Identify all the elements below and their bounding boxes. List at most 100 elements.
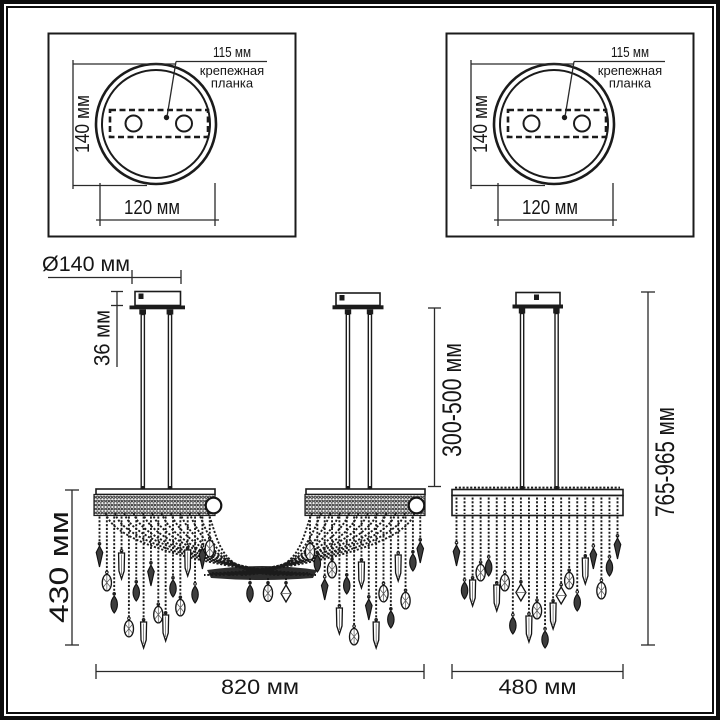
crystal-pendant (248, 581, 252, 585)
crystal-pendant (147, 563, 155, 587)
crystal-pendant (484, 558, 493, 577)
swag-bottom-bundle (207, 566, 317, 580)
plate-width-label: 115 мм (611, 45, 649, 61)
dim-label-canopy-diameter: Ø140 мм (42, 253, 130, 276)
crystal-pendant (156, 602, 161, 607)
crystal-bar-rail (305, 488, 426, 496)
crystal-pendant (501, 575, 509, 591)
mounting-plate-dashed (108, 108, 210, 139)
hanger-rod (554, 312, 559, 490)
plate-note-line2: планка (609, 76, 652, 91)
crystal-pendant (193, 582, 197, 586)
crystal-pendant (191, 585, 199, 604)
crystal-pendant (364, 597, 373, 621)
crystal-pendant (476, 565, 485, 581)
bar-end-ball (204, 496, 223, 515)
crystal-pendant (541, 630, 549, 649)
crystal-pendant (381, 581, 386, 586)
mount-hole (522, 114, 541, 133)
crystal-pendant (527, 612, 531, 616)
crystal-pendant (452, 543, 461, 567)
crystal-pendant (127, 616, 131, 621)
crystal-pendant (200, 544, 205, 548)
rod-collar (553, 308, 560, 314)
crystal-pendant (460, 581, 469, 600)
crystal-pendant (503, 570, 507, 575)
crystal-bar-rail (451, 488, 624, 497)
crystal-pendant (607, 555, 612, 559)
crystal-pendant (387, 610, 395, 629)
crystal-pendant (454, 541, 459, 545)
chandelier-structure: Ø140 мм 36 мм (42, 253, 680, 699)
dim-label-width: 120 мм (522, 197, 578, 219)
canopy-hook (534, 294, 539, 300)
crystal-pendant (597, 583, 606, 599)
rod-foot (346, 486, 350, 490)
crystal-pendant (389, 607, 393, 611)
dim-label-overall-height: 765-965 мм (650, 407, 680, 517)
leader-dot (561, 114, 568, 121)
ceiling-cup-inner-circle (101, 69, 211, 179)
plate-note-line1: крепежная (200, 63, 264, 78)
rod-foot (141, 486, 145, 490)
crystal-pendant (396, 551, 401, 555)
crystal-pendant (374, 618, 378, 622)
plate-note-line2: планка (211, 76, 254, 91)
crystal-pendant (315, 551, 320, 555)
mount-hole (573, 114, 591, 133)
crystal-pendant (478, 560, 483, 565)
rod-foot (168, 486, 173, 490)
dim-label-canopy-height: 36 мм (90, 310, 115, 366)
crystal-pendant (328, 562, 336, 578)
crystal-pendant (313, 554, 322, 573)
swag-strand (104, 512, 317, 576)
dim-label-crystal-height: 430 мм (44, 511, 74, 623)
crystal-pendant (589, 546, 598, 570)
crystal-pendant (403, 588, 408, 593)
hanger-rod (367, 313, 373, 490)
plate-width-label: 115 мм (213, 45, 251, 61)
crystal-pendant (169, 579, 177, 598)
crystal-pendant (110, 595, 118, 614)
canopy-flange (129, 305, 185, 310)
leader-line (564, 61, 575, 116)
crystal-pendant (599, 578, 604, 583)
swag-strand (207, 512, 406, 575)
crystal-pendant (320, 577, 329, 601)
crystal-pendant (95, 544, 104, 568)
crystal-pendant (551, 599, 555, 603)
crystal-pendant (207, 536, 212, 541)
crystal-pendant (379, 586, 388, 602)
crystal-pendant (535, 598, 539, 603)
dim-label-height: 140 мм (470, 95, 492, 153)
crystal-pendant (533, 603, 541, 619)
rod-collar (139, 309, 146, 315)
crystal-pendant (509, 616, 517, 635)
crystal-pendant (567, 568, 572, 573)
crystal-pendant (176, 600, 185, 616)
crystal-pendant (511, 613, 515, 617)
rod-collar (344, 309, 352, 315)
hanger-rod (519, 312, 525, 490)
crystal-strands-layer (95, 497, 622, 651)
plate-note-line1: крепежная (598, 63, 662, 78)
crystal-pendant (132, 583, 141, 602)
dim-label-rod-length: 300-500 мм (437, 343, 467, 457)
crystal-pendant (462, 578, 467, 582)
dim-label-front-width: 820 мм (221, 676, 299, 699)
rod-foot (368, 486, 372, 490)
canopy-flange (332, 305, 384, 310)
leader-line (166, 61, 177, 116)
mount-hole (175, 114, 193, 133)
crystal-pendant (206, 541, 214, 557)
hanger-rod (140, 313, 146, 490)
crystal-pendant (330, 557, 334, 562)
crystal-pendant (411, 550, 415, 554)
crystal-pendant (306, 544, 314, 560)
canopy-flange (512, 304, 563, 309)
crystal-pendant (416, 540, 425, 564)
canopy-hook (339, 295, 345, 301)
crystal-pendant (494, 581, 499, 585)
crystal-pendant (543, 627, 547, 631)
rod-collar (366, 309, 374, 315)
